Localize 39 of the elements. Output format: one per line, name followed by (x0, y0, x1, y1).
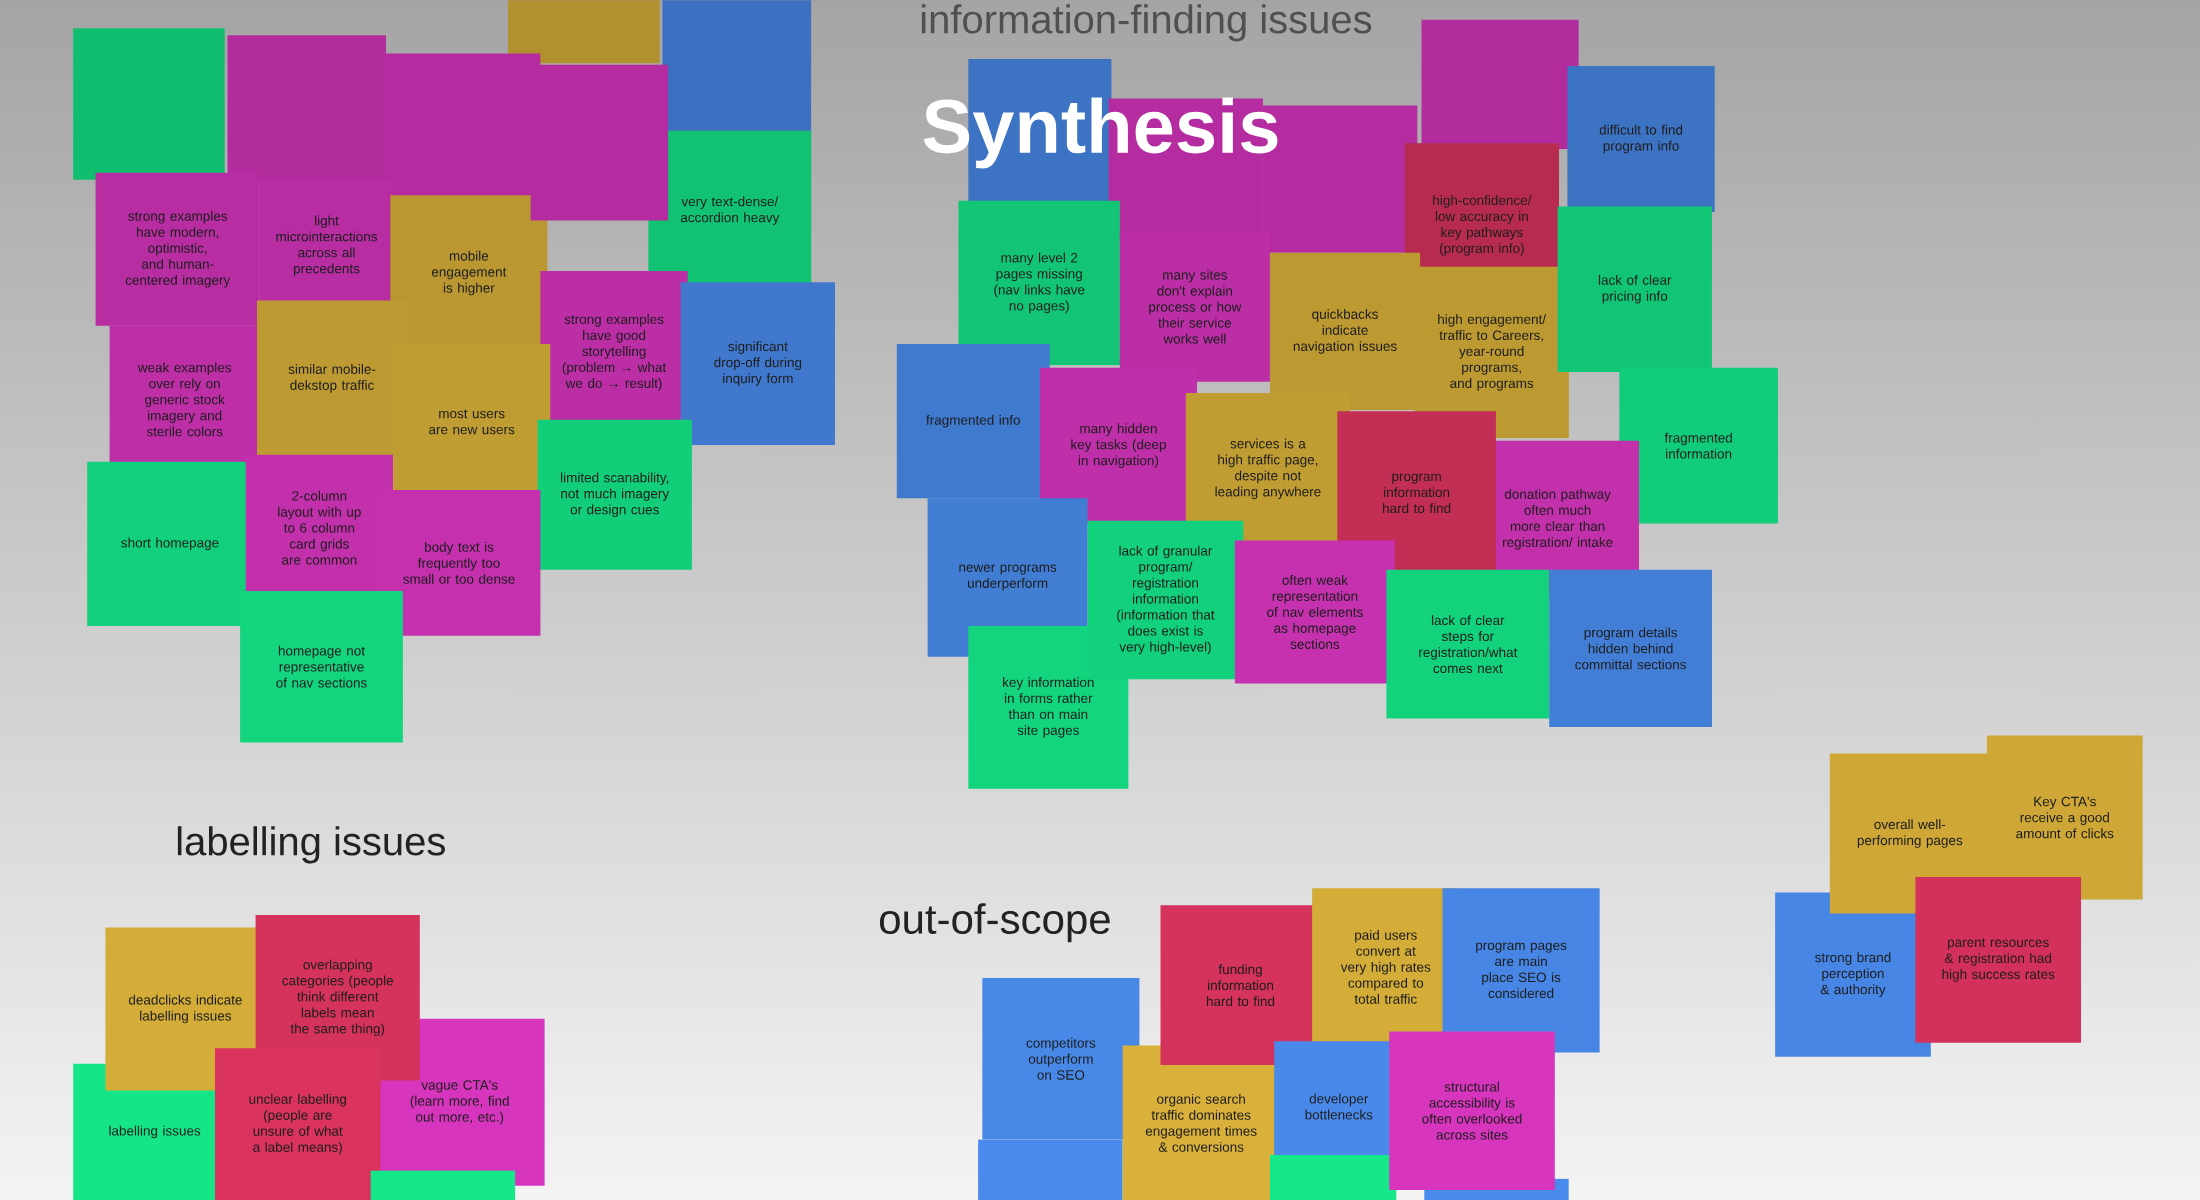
sticky-note: lack of clear pricing info (1557, 206, 1712, 372)
group-heading: labelling issues (177, 826, 445, 864)
sticky-note: funding information hard to find (1160, 905, 1321, 1066)
sticky-note (370, 1170, 516, 1200)
sticky-note (1270, 1154, 1397, 1200)
sticky-note (978, 1139, 1123, 1200)
sticky-note: limited scanability, not much imagery or design cues (537, 419, 692, 570)
sticky-note: parent resources & registration had high success rates (1915, 877, 2082, 1043)
sticky-note: similar mobile-dekstop traffic (257, 300, 408, 457)
sticky-note (227, 35, 386, 183)
sticky-note: difficult to find program info (1567, 66, 1715, 212)
sticky-note: lack of granular program/ registration information (information that does exist is very high-level) (1087, 520, 1244, 680)
sticky-note: body text is frequently too small or too dense (377, 489, 541, 636)
sticky-note: program details hidden behind committal sections (1549, 569, 1712, 727)
sticky-note: unclear labelling (people are unsure of what a label means) (214, 1048, 381, 1200)
sticky-note: program pages are main place SEO is considered (1442, 888, 1600, 1053)
sticky-note (530, 64, 669, 221)
sticky-note: short homepage (87, 461, 253, 626)
group-heading: information-finding issues (921, 4, 1372, 42)
sticky-note: competitors outperform on SEO (982, 978, 1140, 1140)
sticky-note: many level 2 pages missing (nav links have no pages) (958, 200, 1120, 365)
sticky-note (386, 53, 541, 197)
sticky-note (73, 28, 225, 180)
sticky-note: homepage not representative of nav sections (240, 590, 403, 743)
sticky-note: quickbacks indicate navigation issues (1270, 252, 1421, 410)
sticky-note: structural accessibility is often overlooked across sites (1389, 1031, 1555, 1190)
sticky-note: most users are new users (393, 344, 551, 500)
sticky-note: lack of clear steps for registration/what comes next (1386, 569, 1550, 719)
sticky-note: fragmented information (1619, 367, 1778, 524)
sticky-note: program information hard to find (1337, 411, 1496, 576)
group-heading: out-of-scope (879, 903, 1110, 943)
sticky-note: significant drop-off during inquiry form (680, 282, 835, 445)
sticky-note (662, 0, 812, 134)
sticky-note: Key CTA's receive a good amount of clicks (1986, 735, 2143, 900)
sticky-note: often weak representation of nav elements as homepage sections (1234, 540, 1395, 684)
sticky-note: strong examples have modern, optimistic, and human-centered imagery (95, 172, 260, 326)
sticky-note: many sites don't explain process or how their service works well (1119, 231, 1270, 382)
sticky-note (508, 0, 660, 64)
sticky-note: fragmented info (896, 344, 1050, 499)
